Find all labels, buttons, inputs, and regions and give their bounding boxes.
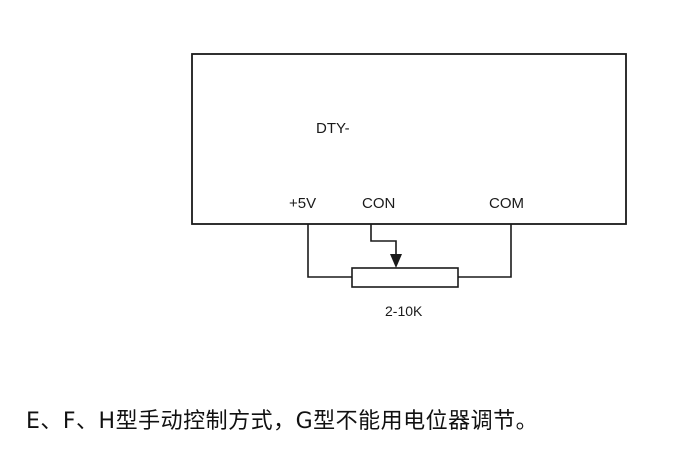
- terminal-label-com: COM: [489, 195, 524, 212]
- wire-com: [458, 224, 512, 278]
- potentiometer: [351, 267, 459, 288]
- device-label: DTY-: [316, 120, 350, 137]
- potentiometer-label: 2-10K: [385, 303, 423, 319]
- terminal-label-plus5v: +5V: [289, 195, 316, 212]
- controller-box: [191, 53, 627, 225]
- caption-note: E、F、H型手动控制方式，G型不能用电位器调节。: [26, 409, 539, 434]
- wire-con-wiper: [370, 224, 397, 256]
- wiper-arrow: [390, 254, 402, 268]
- terminal-label-con: CON: [362, 195, 395, 212]
- wire-plus5v: [307, 224, 352, 278]
